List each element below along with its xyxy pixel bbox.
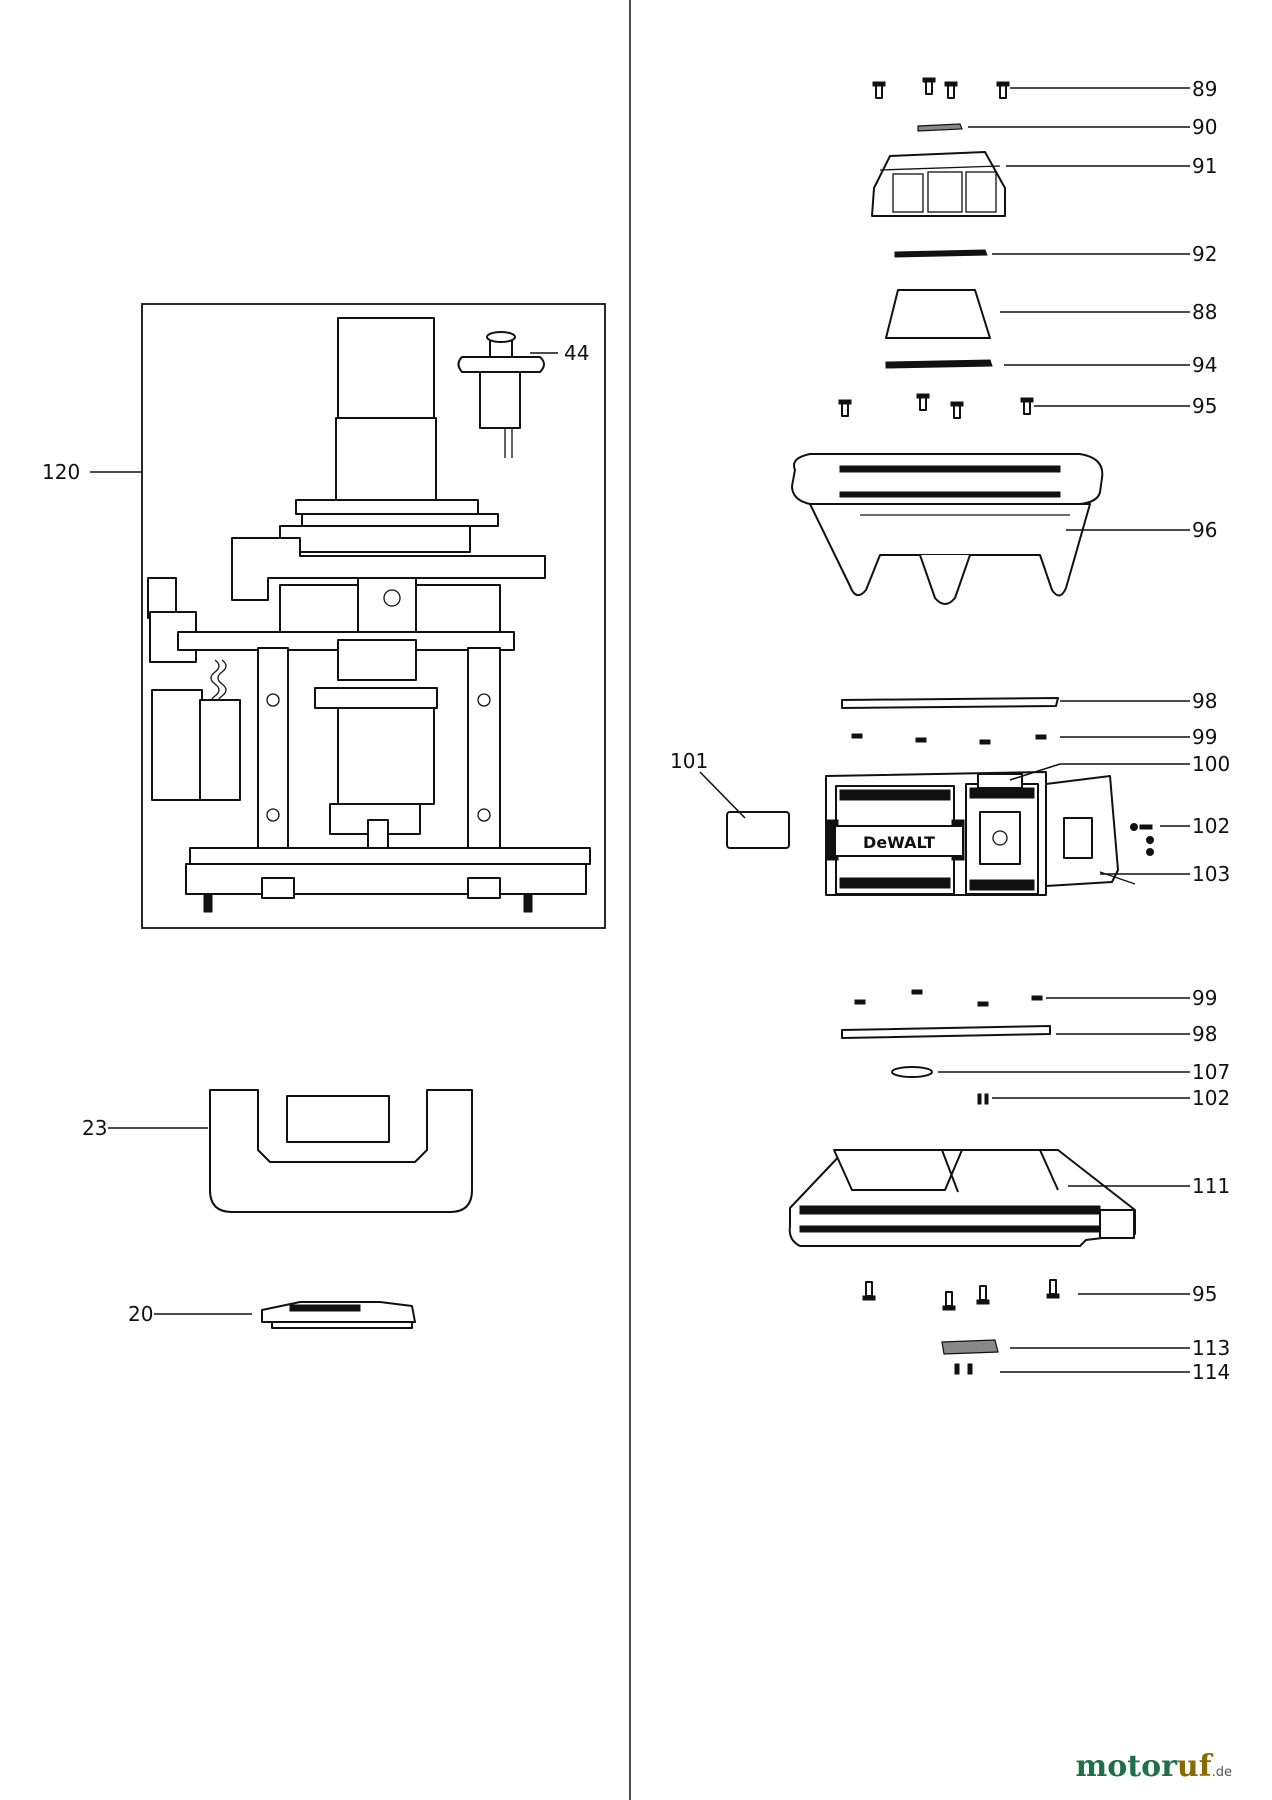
callout-20: 20 <box>128 1302 153 1326</box>
callout-101: 101 <box>670 749 708 773</box>
part-89-screws <box>872 77 1010 99</box>
part-99-clips-upper <box>851 733 1047 745</box>
part-98-gasket-lower <box>841 1025 1051 1039</box>
callout-labels: 120 44 23 20 89 90 91 92 88 94 95 96 98 … <box>42 77 1230 1384</box>
callout-89: 89 <box>1192 77 1217 101</box>
callout-23: 23 <box>82 1116 107 1140</box>
callout-107: 107 <box>1192 1060 1230 1084</box>
part-113-latch <box>941 1339 999 1355</box>
part-90-strip <box>917 123 963 132</box>
part-98-gasket-upper <box>841 697 1059 709</box>
assembly-120-frame <box>141 303 606 929</box>
callout-99-upper: 99 <box>1192 725 1217 749</box>
callout-88: 88 <box>1192 300 1217 324</box>
callout-96: 96 <box>1192 518 1217 542</box>
part-95-screws-upper <box>838 393 1034 419</box>
callout-120: 120 <box>42 460 80 484</box>
part-114-screws <box>954 1363 973 1375</box>
callout-100: 100 <box>1192 752 1230 776</box>
watermark-logo: motoruf.de <box>1075 1749 1232 1784</box>
part-111-base <box>788 1149 1136 1247</box>
part-44-sensor <box>457 331 545 458</box>
callout-113: 113 <box>1192 1336 1230 1360</box>
housing-logo: DeWALT <box>863 833 935 852</box>
callout-90: 90 <box>1192 115 1217 139</box>
callout-98-lower: 98 <box>1192 1022 1217 1046</box>
leader-lines <box>90 87 1190 1373</box>
part-23-handle <box>209 1089 473 1213</box>
part-20-bracket <box>261 1301 416 1329</box>
callout-99-lower: 99 <box>1192 986 1217 1010</box>
part-99-clips-lower <box>854 989 1043 1007</box>
part-94-gasket <box>885 359 993 369</box>
part-88-glass <box>885 289 991 339</box>
part-107-disc <box>891 1066 933 1078</box>
callout-44: 44 <box>564 341 589 365</box>
callout-95-upper: 95 <box>1192 394 1217 418</box>
callout-92: 92 <box>1192 242 1217 266</box>
part-95-screws-lower <box>862 1279 1060 1311</box>
callout-95-lower: 95 <box>1192 1282 1217 1306</box>
part-102-screws-upper <box>1130 823 1154 856</box>
callout-102-upper: 102 <box>1192 814 1230 838</box>
callout-91: 91 <box>1192 154 1217 178</box>
watermark-part2: uf <box>1176 1749 1212 1784</box>
callout-98-upper: 98 <box>1192 689 1217 713</box>
part-92-gasket <box>894 249 988 258</box>
callout-94: 94 <box>1192 353 1217 377</box>
part-96-top-cover <box>791 453 1104 605</box>
callout-103: 103 <box>1192 862 1230 886</box>
watermark-suffix: .de <box>1211 1765 1232 1780</box>
callout-102-lower: 102 <box>1192 1086 1230 1110</box>
callout-111: 111 <box>1192 1174 1230 1198</box>
part-91-window-cap <box>871 151 1006 217</box>
part-103-housing: DeWALT <box>825 771 1136 896</box>
part-100-clip <box>977 773 1023 789</box>
laser-module-assembly <box>147 317 591 913</box>
part-101-label <box>726 811 790 849</box>
watermark-part1: motor <box>1075 1749 1177 1784</box>
callout-114: 114 <box>1192 1360 1230 1384</box>
part-102-screws-lower <box>977 1093 989 1105</box>
